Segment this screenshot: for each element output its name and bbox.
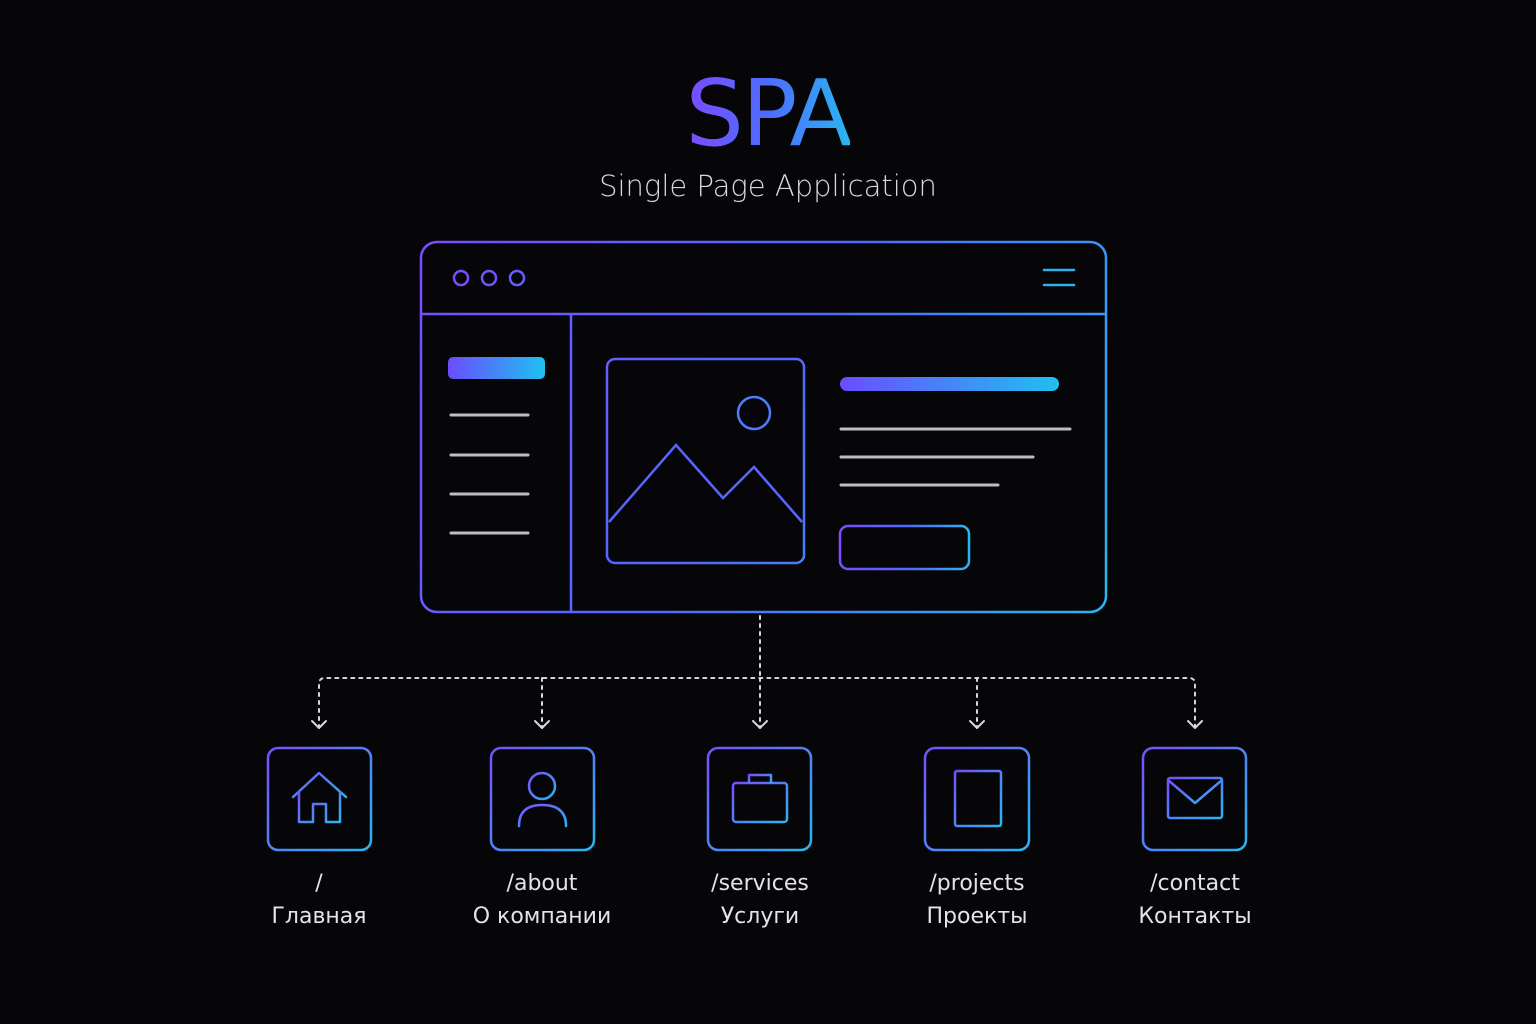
route-label-about[interactable]: /about О компании xyxy=(422,867,662,933)
route-tile-home[interactable] xyxy=(266,746,373,852)
arrow-down-icon xyxy=(752,720,768,729)
arrow-down-icon xyxy=(534,720,550,729)
route-tile-projects[interactable] xyxy=(923,746,1031,852)
route-path: /about xyxy=(506,871,578,896)
browser-frame xyxy=(419,240,1108,614)
route-arrowheads xyxy=(311,720,1203,729)
sidebar-items xyxy=(449,413,530,535)
sidebar-active-item[interactable] xyxy=(448,357,545,379)
page-title: SPA xyxy=(0,64,1536,164)
route-label-home[interactable]: / Главная xyxy=(199,867,439,933)
route-label-contact[interactable]: /contact Контакты xyxy=(1075,867,1315,933)
browser-window xyxy=(419,240,1108,614)
route-name: Главная xyxy=(271,904,367,929)
window-dot-icon[interactable] xyxy=(508,269,526,287)
content-button[interactable] xyxy=(838,524,971,571)
document-icon xyxy=(953,769,1003,828)
window-dot-icon[interactable] xyxy=(452,269,470,287)
route-name: О компании xyxy=(472,904,612,929)
page-subtitle: Single Page Application xyxy=(599,169,937,203)
route-tile-about[interactable] xyxy=(489,746,596,852)
home-icon xyxy=(291,771,348,824)
arrow-down-icon xyxy=(311,720,327,729)
arrow-down-icon xyxy=(1187,720,1203,729)
route-connectors xyxy=(318,615,1196,729)
route-name: Проекты xyxy=(926,904,1028,929)
route-path: / xyxy=(315,871,323,896)
page-title-text: SPA xyxy=(685,60,853,167)
route-label-projects[interactable]: /projects Проекты xyxy=(857,867,1097,933)
window-dot-icon[interactable] xyxy=(480,269,498,287)
route-tile-contact[interactable] xyxy=(1141,746,1248,852)
mail-icon xyxy=(1166,776,1224,820)
route-name: Услуги xyxy=(720,904,800,929)
route-path: /services xyxy=(711,871,809,896)
user-icon xyxy=(517,771,568,828)
route-tile-services[interactable] xyxy=(706,746,813,852)
content-heading-bar xyxy=(840,377,1059,391)
arrow-down-icon xyxy=(969,720,985,729)
hamburger-menu-icon[interactable] xyxy=(1042,268,1076,287)
route-label-services[interactable]: /services Услуги xyxy=(640,867,880,933)
route-path: /projects xyxy=(929,871,1025,896)
image-placeholder-icon xyxy=(605,357,806,565)
route-path: /contact xyxy=(1150,871,1240,896)
route-name: Контакты xyxy=(1138,904,1252,929)
content-text-lines xyxy=(839,427,1072,487)
briefcase-icon xyxy=(731,773,789,824)
